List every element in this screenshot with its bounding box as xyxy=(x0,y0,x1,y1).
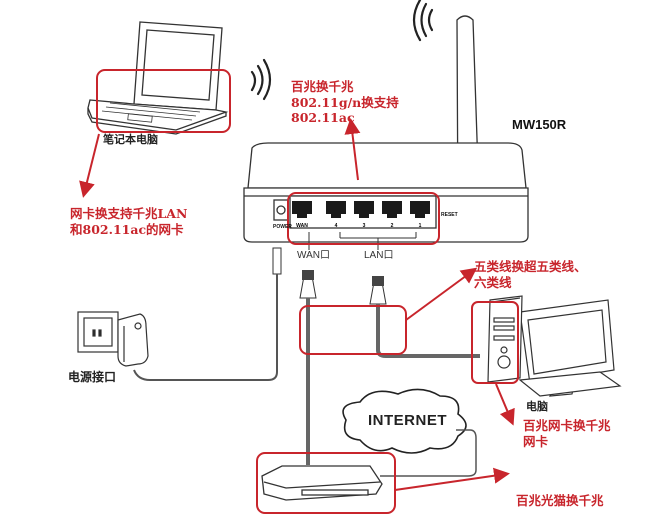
wan-port-group-label: WAN口 xyxy=(297,250,330,261)
wifi-annotation-line: 802.11ac xyxy=(291,110,355,126)
router-body xyxy=(243,142,529,243)
arrow-desktop-nic xyxy=(495,383,515,426)
annotation-arrows xyxy=(79,118,515,491)
wifi-waves-router-icon xyxy=(412,0,434,42)
laptop-illustration xyxy=(87,21,229,135)
modem-illustration xyxy=(261,465,383,501)
port-label: 1 xyxy=(419,223,422,229)
ethernet-port-4 xyxy=(326,201,346,218)
reset-label: RESET xyxy=(441,212,458,218)
power-port-label: POWER xyxy=(273,224,292,230)
highlight-desktop xyxy=(471,301,519,384)
highlight-cables xyxy=(299,305,407,355)
arrow-modem xyxy=(394,467,510,491)
ethernet-port-1 xyxy=(410,201,430,218)
arrow-laptop-nic xyxy=(79,133,100,198)
port-label: 4 xyxy=(335,223,338,229)
desktop-label: 电脑 xyxy=(526,400,548,413)
power-outlet-icon xyxy=(77,311,149,367)
highlight-ports xyxy=(287,192,440,245)
port-label: 3 xyxy=(363,223,366,229)
highlight-modem xyxy=(256,452,396,514)
wifi-annotation: 百兆换千兆 802.11g/n换支持 802.11ac xyxy=(291,79,399,126)
laptop-nic-annotation-line: 和802.11ac的网卡 xyxy=(70,221,184,237)
router-model-label: MW150R xyxy=(512,117,567,132)
wifi-annotation-line: 802.11g/n换支持 xyxy=(291,94,399,110)
lan-port-group-label: LAN口 xyxy=(364,250,394,261)
highlight-laptop xyxy=(96,69,231,133)
internet-cloud-icon xyxy=(342,388,477,477)
power-outlet-label: 电源接口 xyxy=(68,370,117,384)
wifi-waves-laptop-icon xyxy=(250,58,272,101)
highlight-boxes xyxy=(96,69,519,514)
power-cable xyxy=(133,247,282,381)
desktop-pc-illustration xyxy=(487,295,622,397)
internet-label: INTERNET xyxy=(368,412,447,429)
port-label: WAN xyxy=(296,223,308,229)
desktop-nic-annotation-line: 百兆网卡换千兆 xyxy=(523,418,611,433)
laptop-label: 笔记本电脑 xyxy=(103,133,158,146)
ethernet-port-2 xyxy=(382,201,402,218)
desktop-nic-annotation: 百兆网卡换千兆 网卡 xyxy=(523,418,611,449)
ethernet-port-3 xyxy=(354,201,374,218)
cable-annotation-line: 五类线换超五类线、 xyxy=(474,259,587,274)
wifi-annotation-line: 百兆换千兆 xyxy=(291,79,354,94)
router-ports: WAN 4 3 2 1 xyxy=(292,201,430,229)
arrow-wifi xyxy=(344,118,361,181)
lan-cable xyxy=(369,276,480,358)
modem-annotation: 百兆光猫换千兆 xyxy=(516,493,604,508)
arrow-cable xyxy=(405,267,478,321)
laptop-keyboard xyxy=(101,102,201,123)
laptop-nic-annotation: 网卡换支持千兆LAN 和802.11ac的网卡 xyxy=(70,206,187,237)
wan-cable xyxy=(299,270,317,465)
cable-annotation-line: 六类线 xyxy=(474,274,512,290)
cable-annotation: 五类线换超五类线、 六类线 xyxy=(474,259,587,290)
desktop-nic-annotation-line: 网卡 xyxy=(523,433,549,449)
port-label: 2 xyxy=(391,223,394,229)
ethernet-port-wan xyxy=(292,201,312,218)
laptop-nic-annotation-line: 网卡换支持千兆LAN xyxy=(70,206,188,221)
